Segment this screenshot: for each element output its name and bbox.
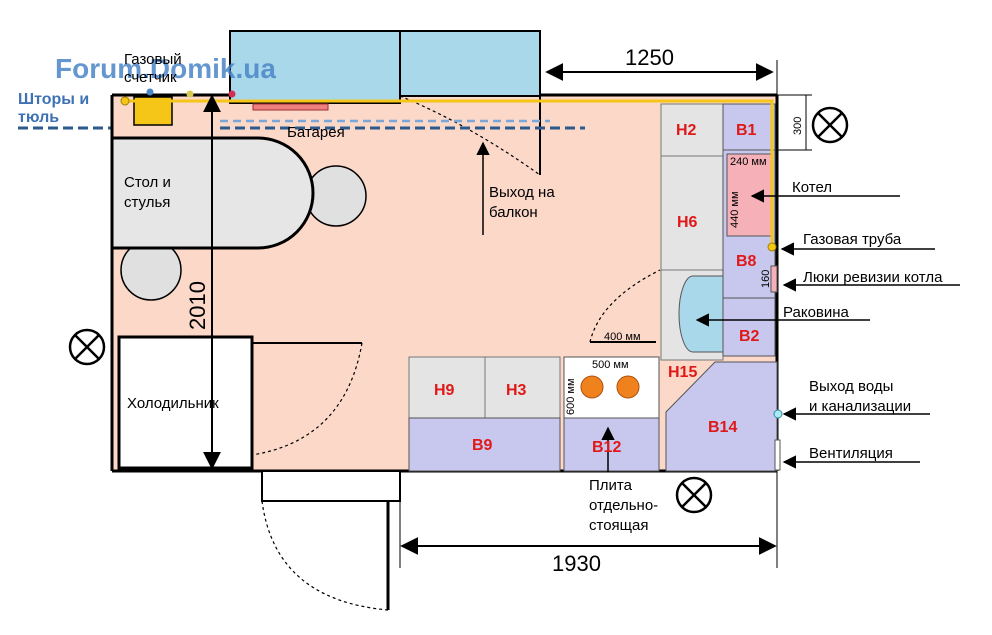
burner-left <box>580 375 604 399</box>
gas-pipe-label: Газовая труба <box>803 231 902 248</box>
dim-top-text: 1250 <box>625 45 674 70</box>
module-h6 <box>660 155 724 271</box>
ventilation-grille <box>774 439 781 471</box>
watermark: Forum.Domik.ua <box>55 53 276 84</box>
fridge-label: Холодильник <box>127 395 219 412</box>
boiler-hatch <box>770 265 778 293</box>
table-label-2: стулья <box>124 194 170 211</box>
water-exit-label-1: Выход воды <box>809 378 893 395</box>
code-h2: H2 <box>676 122 697 139</box>
boiler-width-text: 240 мм <box>730 156 767 168</box>
code-h6: H6 <box>677 214 698 231</box>
window-right <box>399 30 541 97</box>
water-exit-label-2: и канализации <box>809 398 911 415</box>
boiler-label: Котел <box>792 179 832 196</box>
gas-pipe-start <box>120 96 130 106</box>
meter-dot-yellow <box>186 90 194 98</box>
meter-dot-red <box>228 90 236 98</box>
code-h3: H3 <box>506 382 527 399</box>
ventilation-label: Вентиляция <box>809 445 893 462</box>
room-door-swing <box>251 342 363 456</box>
stove-depth-text: 600 мм <box>565 378 577 415</box>
gas-meter-label-1: Газовый <box>124 51 182 68</box>
dim-height-text: 2010 <box>185 281 210 330</box>
module-b9 <box>408 417 561 472</box>
stove-label-2: отдельно- <box>589 497 658 514</box>
code-b8: B8 <box>736 253 757 270</box>
code-b1: B1 <box>736 122 757 139</box>
table-label-1: Стол и <box>124 174 171 191</box>
gas-meter-label-2: счетчик <box>124 69 177 86</box>
fridge <box>117 335 254 470</box>
entrance-door-swing <box>261 500 389 611</box>
code-h9: H9 <box>434 382 455 399</box>
boiler-height-text: 440 мм <box>729 191 741 228</box>
chair-right <box>305 165 367 227</box>
module-h3 <box>484 356 561 419</box>
sink <box>678 275 724 353</box>
radiator <box>252 103 329 111</box>
meter-dot-blue <box>146 88 154 96</box>
light-icon-right <box>811 106 849 144</box>
dim-right-text: 300 <box>792 117 804 135</box>
entrance-step <box>261 470 401 502</box>
stove-top <box>563 356 660 419</box>
stove-label-1: Плита <box>589 477 633 494</box>
module-b2 <box>722 297 776 357</box>
window-left <box>229 30 401 104</box>
light-icon-bottom <box>675 476 713 514</box>
module-h9 <box>408 356 486 419</box>
gas-pipe-end <box>767 242 777 252</box>
dim-bottom-text: 1930 <box>552 551 601 576</box>
module-h2 <box>660 103 724 157</box>
door-400-text: 400 мм <box>604 331 641 343</box>
burner-right <box>616 375 640 399</box>
code-h15: H15 <box>668 364 697 381</box>
boiler-hatches-label: Люки ревизии котла <box>803 269 943 286</box>
module-b14 <box>665 361 778 472</box>
balcony-label-2: балкон <box>489 204 538 221</box>
code-b12: B12 <box>592 439 621 456</box>
hatch-size-text: 160 <box>760 270 772 288</box>
balcony-label-1: Выход на <box>489 184 555 201</box>
curtains-label-2: тюль <box>18 109 59 126</box>
code-b14: B14 <box>708 419 737 436</box>
code-b2: B2 <box>739 328 760 345</box>
sink-label: Раковина <box>783 304 850 321</box>
module-b1 <box>722 103 776 151</box>
curtains-label-1: Шторы и <box>18 91 89 108</box>
light-icon-left <box>68 328 106 366</box>
water-outlet <box>773 409 783 419</box>
stove-label-3: стоящая <box>589 517 648 534</box>
radiator-label: Батарея <box>287 124 345 141</box>
stove-width-text: 500 мм <box>592 359 629 371</box>
code-b9: B9 <box>472 437 493 454</box>
gas-pipe <box>125 99 774 247</box>
